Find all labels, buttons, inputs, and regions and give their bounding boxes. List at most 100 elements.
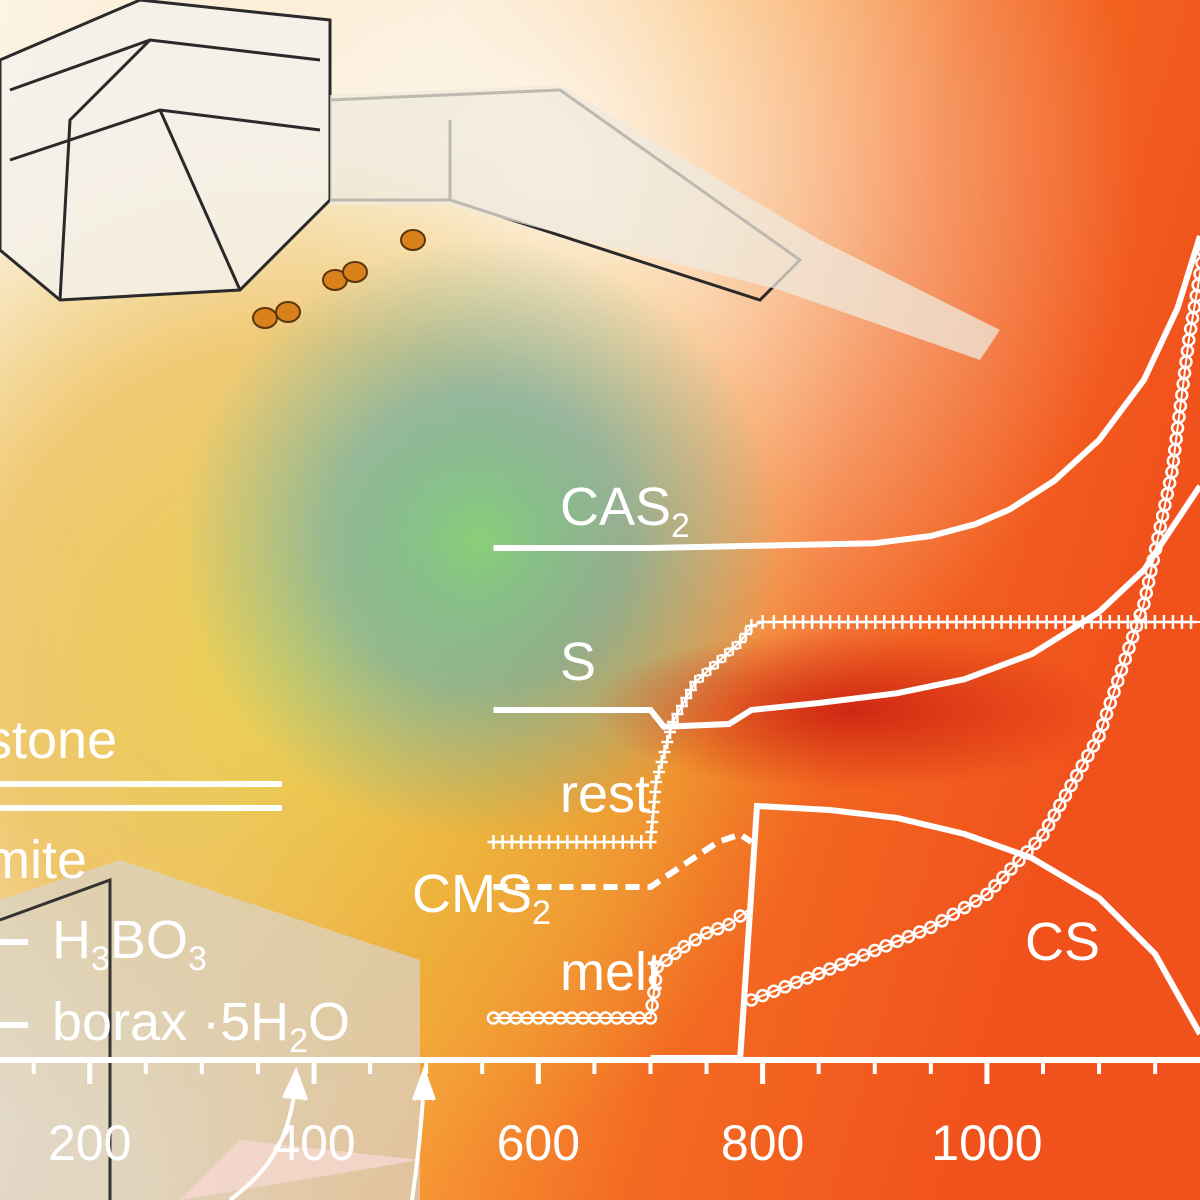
series-marker-rise (1196, 246, 1200, 258)
burner-ports (252, 229, 426, 329)
series-line-cas2 (493, 235, 1200, 551)
series-marker-rest (1184, 615, 1197, 629)
series-marker-rise (879, 939, 893, 953)
series-marker-rest (666, 715, 679, 729)
series-marker-melt (668, 946, 682, 961)
series-marker-rise (834, 957, 848, 972)
series-marker-rise (845, 952, 860, 967)
x-tick-label: 1000 (931, 1115, 1042, 1171)
series-marker-rise (1086, 739, 1101, 753)
series-marker-rise (789, 975, 804, 990)
series-marker-rise (980, 887, 994, 902)
series-label-cs: CS (1025, 912, 1100, 972)
series-marker-rest (661, 735, 674, 749)
series-marker-melt (733, 909, 747, 923)
series-group (486, 235, 1200, 1061)
series-marker-rise (1041, 818, 1056, 832)
series-marker-rise (1081, 749, 1095, 763)
series-marker-rise (924, 920, 938, 935)
series-marker-rest (745, 619, 758, 633)
series-marker-rise (800, 971, 815, 985)
series-line-s (493, 484, 1200, 730)
series-marker-rise (767, 984, 781, 998)
series-marker-rise (1028, 836, 1042, 851)
series-marker-rest (719, 648, 732, 663)
series-marker-rise (744, 993, 759, 1007)
series-marker-rise (1193, 267, 1200, 281)
series-marker-rest (756, 615, 769, 629)
series-marker-rise (996, 870, 1010, 885)
series-marker-rise (1047, 808, 1061, 822)
series-marker-rise (912, 925, 927, 939)
series-marker-rest (680, 691, 693, 705)
series-marker-rise (901, 929, 916, 944)
series-marker-rest (689, 675, 702, 689)
series-label-rest: rest (560, 764, 650, 824)
x-tick-label: 600 (497, 1115, 580, 1171)
arrow-2-head (412, 1066, 436, 1101)
left-legend: stone mite H3BO3 borax ·5H2O (0, 710, 350, 1060)
series-label-s: S (560, 632, 596, 692)
series-marker-rise (946, 907, 961, 921)
x-tick-label: 400 (272, 1115, 355, 1171)
series-marker-melt (648, 973, 663, 987)
series-marker-melt (643, 1011, 658, 1025)
series-marker-rise (1064, 778, 1078, 793)
series-marker-rest (671, 707, 684, 721)
series-label-cms2: CMS2 (412, 864, 551, 932)
series-marker-rise (935, 914, 949, 928)
series-marker-rest (711, 655, 724, 669)
series-marker-melt (650, 960, 664, 974)
series-marker-rise (823, 962, 837, 976)
series-label-melt: melt (560, 942, 662, 1002)
series-marker-rise (890, 934, 904, 949)
series-marker-rest (726, 641, 739, 656)
series-marker-melt (722, 917, 736, 932)
series-trace-melt (493, 906, 753, 1019)
series-marker-rise (868, 943, 882, 958)
legend-label-h3bo3: H3BO3 (52, 910, 207, 978)
series-marker-rest (652, 765, 665, 779)
series-marker-melt (699, 926, 714, 940)
series-marker-rise (856, 948, 871, 962)
legend-label-borax: borax ·5H2O (52, 992, 350, 1060)
x-tick-label: 200 (48, 1115, 131, 1171)
series-marker-melt (688, 933, 703, 947)
series-marker-rest (734, 635, 747, 649)
series-marker-rise (755, 988, 770, 1003)
series-marker-melt (677, 939, 691, 954)
series-marker-rise (1053, 798, 1067, 813)
series-marker-rest (658, 745, 671, 759)
series-marker-rise (968, 894, 983, 908)
series-marker-rise (988, 879, 1002, 893)
series-marker-rise (811, 966, 826, 981)
series-marker-rise (1075, 758, 1089, 773)
series-marker-rise (1069, 768, 1084, 783)
series-marker-rest (704, 661, 717, 676)
series-marker-rest (739, 627, 752, 641)
series-marker-rise (1058, 788, 1073, 803)
legend-label-mite: mite (0, 830, 87, 890)
series-marker-rise (1036, 828, 1050, 842)
series-marker-melt (647, 985, 661, 1000)
x-axis-ticks: 200 400 600 800 1000 (31, 1060, 1158, 1171)
legend-label-stone: stone (0, 710, 117, 770)
series-line-cms2 (493, 831, 754, 890)
series-marker-rest (696, 668, 709, 683)
series-marker-melt (659, 953, 673, 967)
series-marker-melt (645, 998, 659, 1012)
series-line-cs (650, 802, 1200, 1061)
series-marker-rise (1195, 256, 1200, 270)
series-marker-rest (675, 699, 688, 713)
series-marker-rise (957, 900, 972, 915)
x-tick-label: 800 (721, 1115, 804, 1171)
arrow-1-head (282, 1066, 308, 1101)
series-marker-rise (1020, 845, 1034, 859)
arrow-1 (228, 1079, 298, 1200)
series-marker-rest (684, 683, 697, 697)
series-label-cas2: CAS2 (560, 477, 690, 545)
series-marker-rest (664, 725, 677, 739)
arrow-markers (228, 1066, 436, 1200)
